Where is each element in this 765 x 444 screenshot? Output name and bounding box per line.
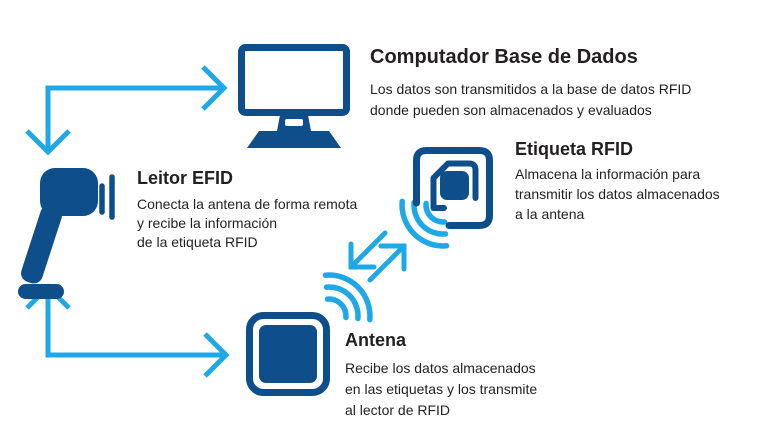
tag-signal-waves-icon [399, 198, 450, 249]
arrow-antenna-tag [348, 230, 407, 283]
arrow-reader-antenna [25, 283, 230, 378]
node-desc-reader-line2: y recibe la información [137, 215, 278, 231]
arrow-reader-computer [25, 65, 228, 156]
node-desc-antenna-line3: al lector de RFID [345, 402, 451, 418]
node-desc-tag-line2: transmitir los datos almacenados [515, 186, 720, 202]
antenna-icon [246, 312, 330, 396]
node-desc-reader-line3: de la etiqueta RFID [137, 234, 258, 250]
barcode-scanner-icon [18, 168, 115, 299]
node-title-tag: Etiqueta RFID [515, 139, 634, 159]
node-title-computer: Computador Base de Dados [370, 46, 638, 68]
node-desc-computer-line1: Los datos son transmitidos a la base de … [370, 81, 692, 97]
node-desc-reader-line1: Conecta la antena de forma remota [137, 196, 358, 212]
node-desc-tag-line3: a la antena [515, 206, 585, 222]
rfid-tag-icon [413, 147, 493, 229]
node-desc-antenna-line1: Recibe los datos almacenados [345, 360, 536, 376]
node-desc-tag-line1: Almacena la información para [515, 166, 701, 182]
antenna-signal-waves-icon [322, 272, 373, 323]
desktop-computer-icon [238, 44, 350, 148]
node-title-reader: Leitor EFID [137, 168, 234, 188]
node-desc-antenna-line2: en las etiquetas y los transmite [345, 381, 538, 397]
node-title-antenna: Antena [345, 330, 407, 350]
node-desc-computer-line2: donde pueden son almacenados y evaluados [370, 102, 652, 118]
